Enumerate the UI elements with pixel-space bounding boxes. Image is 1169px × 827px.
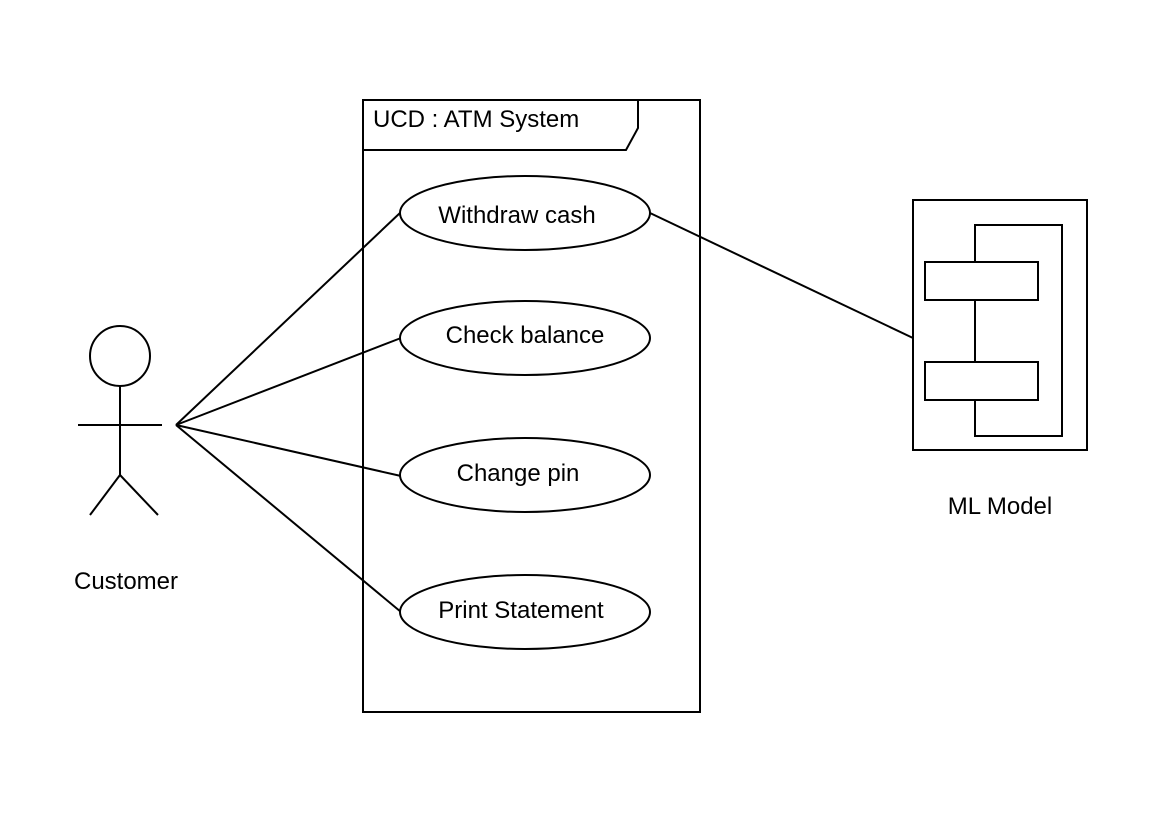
component-name: ML Model (948, 493, 1052, 520)
stick-figure-icon (78, 325, 162, 516)
use-case-print-statement[interactable]: Print Statement (399, 574, 651, 650)
actor-customer[interactable]: Customer (74, 325, 178, 595)
association-customer-withdraw-cash[interactable] (175, 211, 402, 426)
association-withdraw-cash-ml-model[interactable] (649, 212, 914, 339)
associations (175, 211, 914, 613)
association-customer-print-statement[interactable] (175, 424, 402, 613)
actor-name: Customer (74, 568, 178, 595)
use-case-withdraw-cash[interactable]: Withdraw cash (399, 175, 651, 251)
component-ml-model[interactable]: ML Model (912, 199, 1088, 520)
use-case-change-pin[interactable]: Change pin (399, 437, 651, 513)
use-case-check-balance[interactable]: Check balance (399, 300, 651, 376)
component-icon (912, 199, 1088, 451)
use-case-label: Check balance (446, 322, 605, 349)
system-boundary[interactable]: UCD : ATM System (362, 99, 701, 713)
use-case-label: Change pin (457, 460, 580, 487)
association-customer-change-pin[interactable] (175, 424, 402, 477)
association-customer-check-balance[interactable] (175, 337, 402, 426)
use-case-label: Withdraw cash (438, 202, 595, 229)
use-case-label: Print Statement (438, 597, 604, 624)
system-title: UCD : ATM System (373, 106, 579, 133)
